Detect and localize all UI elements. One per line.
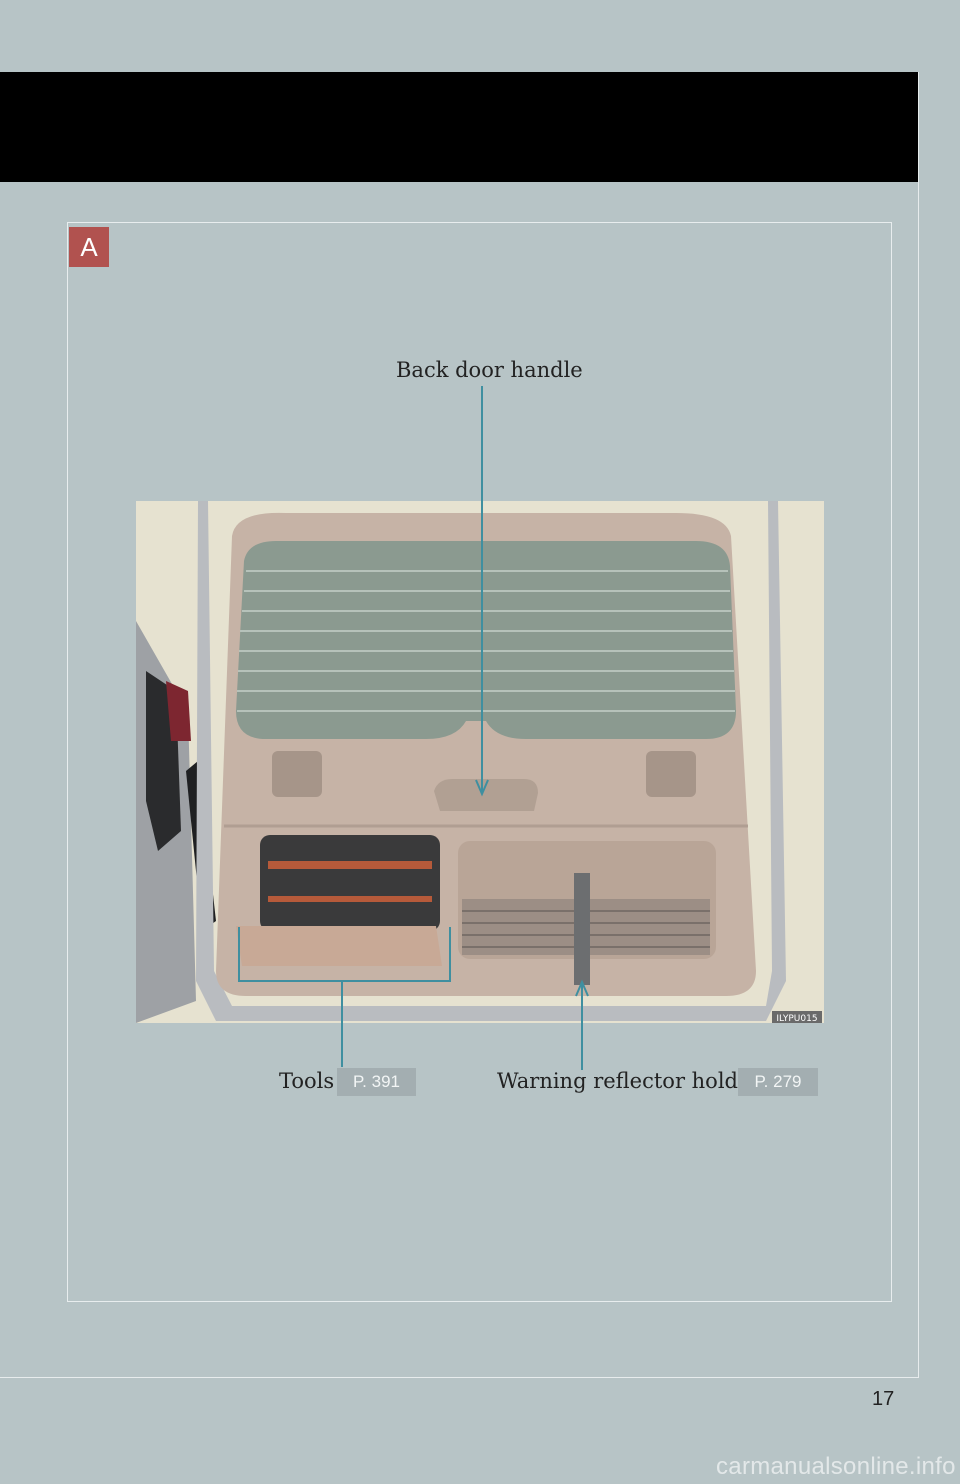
back-door-illustration: ILYPU015 — [136, 501, 824, 1023]
back-door-handle-label: Back door handle — [396, 358, 583, 382]
watermark: carmanualsonline.info — [716, 1453, 956, 1480]
frame-right-rule — [918, 72, 919, 1378]
header-bar — [0, 72, 919, 182]
section-marker-badge: A — [69, 227, 109, 267]
tools-page-ref[interactable]: P. 391 — [337, 1068, 416, 1096]
warning-reflector-page-ref[interactable]: P. 279 — [738, 1068, 818, 1096]
frame-bottom-rule — [0, 1377, 919, 1378]
illustration-code: ILYPU015 — [776, 1014, 817, 1023]
tools-label: Tools — [279, 1069, 335, 1093]
content-panel — [67, 222, 892, 1302]
page-number: 17 — [872, 1388, 895, 1410]
warning-reflector-holder-label: Warning reflector holder — [497, 1069, 761, 1093]
